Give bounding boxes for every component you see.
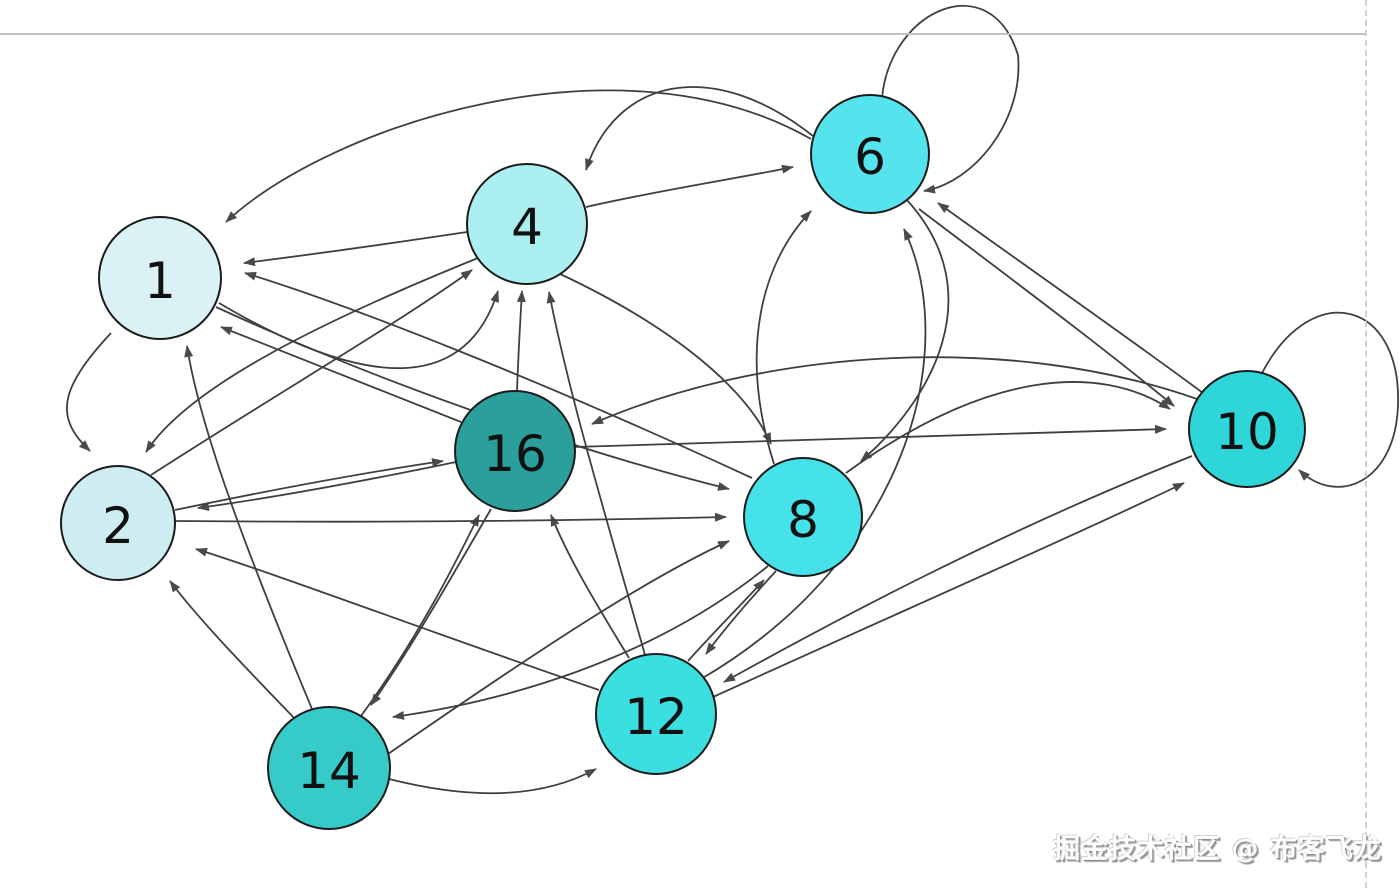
node-label-16: 16 [483, 425, 547, 483]
edge-12-10 [712, 482, 1185, 698]
self-loop-edge-10-10 [1261, 311, 1399, 488]
node-circle-14 [267, 706, 391, 830]
edge-6-4 [585, 86, 814, 171]
node-label-6: 6 [854, 128, 886, 186]
node-label-12: 12 [624, 688, 688, 746]
edge-16-10 [573, 424, 1167, 448]
node-circle-8 [743, 457, 863, 577]
graph-node-4: 4 [466, 163, 588, 285]
edge-10-16 [591, 356, 1198, 425]
edge-4-6 [585, 164, 794, 208]
edge-1-4 [218, 290, 499, 370]
edge-6-10 [918, 208, 1175, 407]
edge-12-6 [700, 228, 927, 680]
graph-node-1: 1 [98, 216, 222, 340]
graph-node-10: 10 [1188, 370, 1306, 488]
node-label-2: 2 [102, 497, 134, 555]
edge-12-4 [546, 291, 646, 656]
edge-4-8 [557, 272, 772, 445]
watermark-text: 掘金技术社区 @ 布客飞龙 [1053, 834, 1382, 865]
edge-4-1 [243, 231, 468, 267]
graph-node-12: 12 [595, 653, 717, 775]
graph-node-16: 16 [454, 390, 576, 512]
edge-14-16 [360, 514, 480, 717]
edge-12-8 [687, 579, 765, 662]
node-circle-10 [1188, 370, 1306, 488]
edge-6-8 [860, 198, 950, 462]
edge-14-8 [387, 540, 730, 755]
graph-node-8: 8 [743, 457, 863, 577]
edge-14-12 [388, 768, 597, 795]
node-label-14: 14 [297, 742, 361, 800]
edge-8-6 [755, 210, 812, 465]
edge-12-2 [195, 548, 600, 691]
edge-12-16 [550, 514, 630, 659]
node-label-10: 10 [1215, 403, 1279, 461]
edge-14-2 [169, 580, 298, 722]
graph-node-2: 2 [60, 465, 176, 581]
edge-8-14 [392, 565, 769, 720]
edge-16-14 [370, 508, 492, 706]
edge-2-16 [174, 458, 444, 511]
node-circle-1 [98, 216, 222, 340]
node-circle-12 [595, 653, 717, 775]
edge-2-4 [150, 269, 473, 476]
edge-16-2 [197, 461, 457, 511]
edges-layer [66, 4, 1399, 795]
node-label-1: 1 [144, 252, 176, 310]
frame-right-border [1365, 0, 1367, 888]
edge-10-12 [723, 455, 1193, 683]
frame-top-border [0, 33, 1366, 35]
edge-6-1 [225, 89, 812, 223]
edge-14-1 [184, 345, 313, 710]
node-circle-4 [466, 163, 588, 285]
self-loop-edge-6-6 [881, 4, 1020, 194]
edge-8-12 [705, 570, 777, 655]
edge-1-2 [66, 332, 112, 452]
graph-node-6: 6 [810, 94, 930, 214]
edge-2-8 [174, 512, 727, 523]
edge-16-4 [516, 290, 526, 393]
node-circle-2 [60, 465, 176, 581]
node-circle-16 [454, 390, 576, 512]
node-label-4: 4 [511, 198, 543, 256]
node-circle-6 [810, 94, 930, 214]
edge-4-2 [145, 257, 479, 453]
edge-10-6 [937, 202, 1204, 394]
node-label-8: 8 [787, 491, 819, 549]
graph-node-14: 14 [267, 706, 391, 830]
